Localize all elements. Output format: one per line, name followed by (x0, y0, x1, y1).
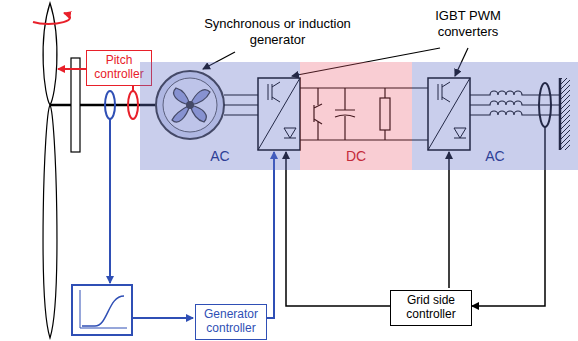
pitch-arrow (58, 68, 86, 70)
signal-wire (109, 119, 111, 283)
band-label: DC (346, 148, 366, 164)
characteristic-curve (82, 296, 124, 326)
hub (71, 58, 80, 152)
box-text: Pitch controller (91, 54, 147, 82)
band-label: AC (485, 148, 504, 164)
ac-band: AC (412, 62, 578, 170)
box-text: Grid side controller (395, 294, 467, 322)
characteristic-box (72, 285, 132, 335)
band-label: AC (210, 148, 229, 164)
control-wire (448, 152, 450, 288)
blade (43, 3, 57, 105)
axes (80, 290, 127, 328)
part-label: IGBT PWM converters (418, 8, 518, 39)
dc-band: DC (300, 62, 412, 170)
pitch-rotation-arrow (33, 13, 70, 24)
box-text: Generator controller (200, 308, 262, 336)
control-wire (286, 152, 390, 306)
sensor-ring (105, 91, 115, 119)
ac-band: AC (140, 62, 300, 170)
signal-wire (132, 317, 193, 319)
signal-wire (267, 152, 274, 318)
shaft (50, 104, 72, 107)
blade (43, 105, 57, 338)
controller-box: Generator controller (195, 304, 267, 340)
sensor-ring (128, 91, 138, 119)
part-label: Synchronous or induction generator (195, 16, 360, 47)
controller-box: Grid side controller (390, 290, 472, 326)
